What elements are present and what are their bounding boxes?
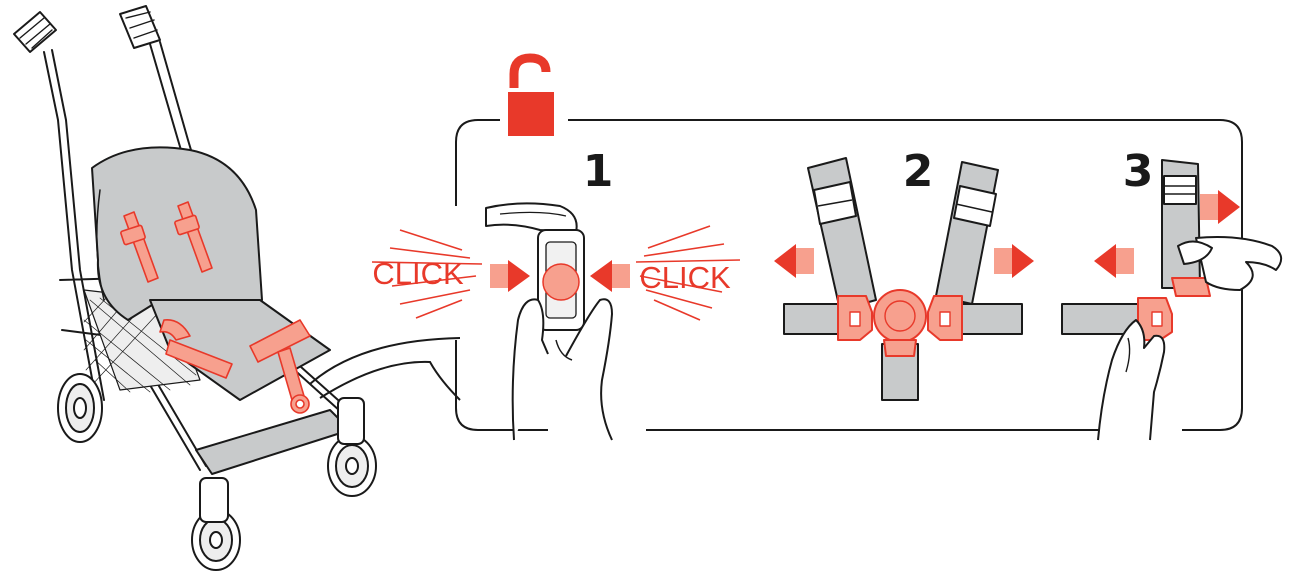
red-arrow-icon xyxy=(1200,190,1240,224)
step-1-number: 1 xyxy=(583,146,614,197)
click-label-right: CLICK xyxy=(639,260,731,295)
stroller-wheel-rear xyxy=(58,374,102,442)
stroller-illustration xyxy=(14,6,376,570)
red-arrow-icon xyxy=(774,244,814,278)
step-1: 1 CLICK CLICK xyxy=(372,146,740,440)
step-3-harness-hands xyxy=(1062,160,1281,440)
step-3: 3 xyxy=(1062,146,1281,440)
stroller-handle-right xyxy=(120,6,160,48)
callout-line xyxy=(310,338,460,384)
callout-line-inner xyxy=(320,362,460,400)
step-2-number: 2 xyxy=(903,146,934,197)
red-arrow-icon xyxy=(994,244,1034,278)
red-arrow-icon xyxy=(590,260,630,292)
click-label-left: CLICK xyxy=(372,256,464,291)
stroller-seat-back xyxy=(92,147,262,320)
stroller-wheel-front-right xyxy=(328,398,376,496)
step-1-buckle-hands xyxy=(486,203,612,440)
step-2: 2 xyxy=(774,146,1034,400)
stroller-handle-left xyxy=(14,12,56,52)
step-3-number: 3 xyxy=(1123,146,1154,197)
red-arrow-icon xyxy=(490,260,530,292)
stroller-wheel-front-left xyxy=(192,478,240,570)
stroller-footrest xyxy=(196,410,350,474)
red-arrow-icon xyxy=(1094,244,1134,278)
unlocked-padlock-icon xyxy=(508,58,554,136)
